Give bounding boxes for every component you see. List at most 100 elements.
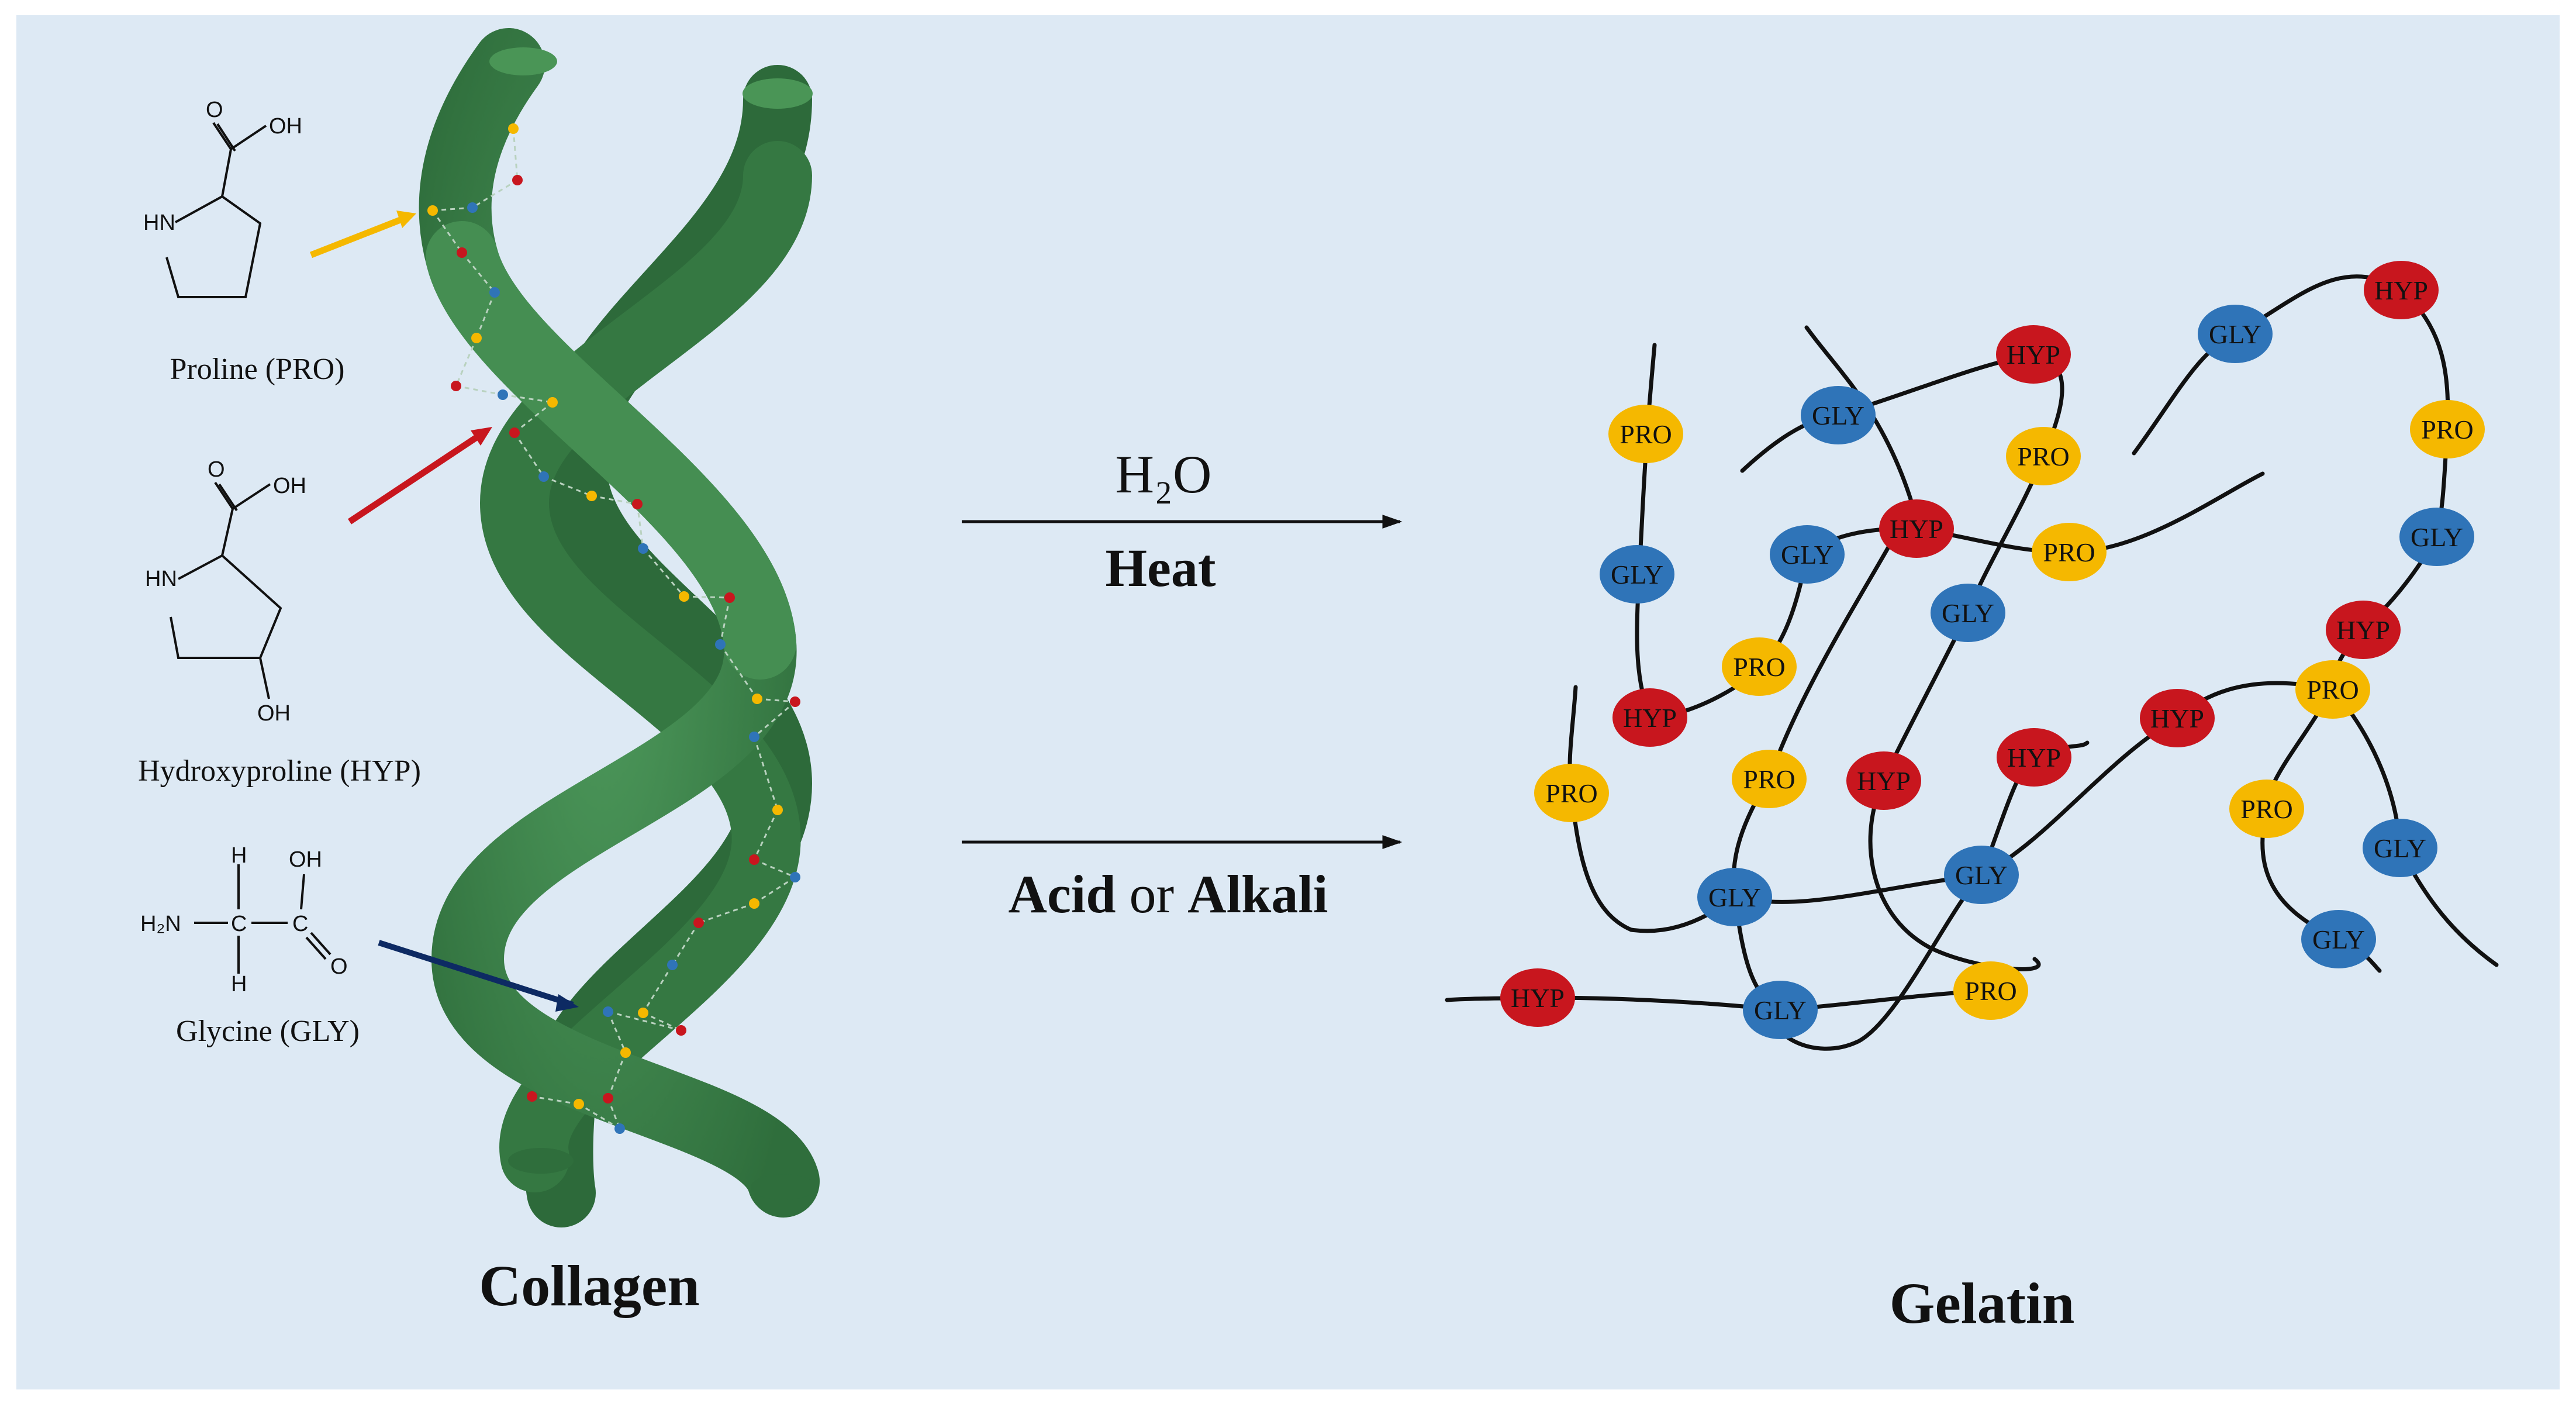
hydroxyproline-atom-oh: OH [273, 474, 306, 498]
gelatin-node-label: HYP [1623, 703, 1677, 733]
helix-residue-dot [667, 960, 678, 970]
helix-residue-dot [676, 1025, 686, 1036]
helix-residue-dot [638, 543, 648, 554]
gelatin-node-ellipse [2140, 689, 2215, 747]
gelatin-node-gly: GLY [1697, 868, 1772, 926]
gelatin-node-label: PRO [1743, 764, 1795, 794]
helix-residue-dot [749, 854, 759, 865]
gelatin-node-label: HYP [2374, 275, 2428, 305]
helix-dot-connector [642, 548, 685, 597]
helix-cap-top-right [743, 78, 813, 109]
gelatin-node-hyp: HYP [1500, 968, 1575, 1027]
gelatin-node-pro: PRO [1722, 637, 1797, 696]
gelatin-node-ellipse [2363, 819, 2437, 877]
gelatin-node-pro: PRO [1953, 961, 2028, 1020]
gelatin-node-ellipse [1608, 405, 1683, 463]
helix-residue-dot [467, 202, 478, 213]
helix-dot-connector [472, 179, 518, 209]
gelatin-node-label: HYP [1857, 766, 1911, 796]
proline-pointer-arrowhead [396, 211, 416, 228]
gelatin-node-hyp: HYP [1879, 499, 1954, 558]
gelatin-node-ellipse [1534, 764, 1609, 822]
helix-dot-connector [642, 964, 674, 1013]
helix-residue-dot [749, 732, 759, 742]
gelatin-node-label: HYP [1890, 514, 1943, 544]
gelatin-node-ellipse [1879, 499, 1954, 558]
helix-residue-dot [772, 805, 783, 815]
gelatin-node-ellipse [2295, 660, 2370, 719]
gelatin-node-pro: PRO [2295, 660, 2370, 719]
gelatin-node-hyp: HYP [1846, 751, 1921, 810]
gelatin-node-hyp: HYP [1997, 728, 2071, 787]
gelatin-node-label: GLY [2411, 522, 2463, 552]
alkali-word: Alkali [1187, 864, 1328, 924]
gelatin-node-label: GLY [1955, 860, 2008, 890]
proline-ring [165, 195, 262, 298]
hydroxyproline-atom-oh-ring: OH [257, 701, 291, 726]
gelatin-node-ellipse [1612, 688, 1687, 747]
glycine-pointer-arrow [378, 940, 574, 1008]
gelatin-node-ellipse [2326, 601, 2401, 659]
gelatin-node-pro: PRO [2032, 523, 2107, 581]
helix-residue-dot [749, 898, 759, 909]
helix-residue-dot [574, 1099, 584, 1109]
gelatin-node-ellipse [1500, 968, 1575, 1027]
helix-residue-dot [451, 381, 461, 391]
gelatin-node-ellipse [1770, 525, 1845, 584]
gelatin-node-label: PRO [1964, 976, 2016, 1006]
helix-dot-connector [636, 504, 644, 549]
gelatin-node-label: HYP [2150, 704, 2204, 733]
gelatin-node-label: GLY [2374, 833, 2426, 863]
helix-cap-bottom-right [751, 1174, 816, 1200]
molecule-glycine: H OH H₂N C C O H [140, 843, 348, 996]
gelatin-node-ellipse [1846, 751, 1921, 810]
proline-atom-hn: HN [143, 211, 175, 235]
helix-dot-connector [591, 495, 638, 505]
helix-residue-dot [538, 471, 549, 482]
helix-residue-dot [603, 1006, 613, 1017]
helix-dot-connector [754, 858, 796, 878]
gelatin-node-pro: PRO [2229, 780, 2304, 838]
helix-strand-middle [479, 141, 812, 1192]
gelatin-node-hyp: HYP [2364, 261, 2439, 319]
chain-2 [1740, 352, 2064, 971]
gelatin-node-ellipse [1801, 386, 1876, 444]
gelatin-node-ellipse [2410, 400, 2485, 458]
helix-dot-connector [455, 385, 503, 396]
gelatin-residue-nodes: PRO GLY HYP PRO GLY HYP PRO GLY GLY HYP PRO GLY GLY H… [1500, 261, 2485, 1039]
gelatin-node-ellipse [1743, 981, 1818, 1039]
gelatin-node-ellipse [2229, 780, 2304, 838]
gelatin-node-label: HYP [1511, 983, 1565, 1013]
helix-residue-dot [498, 389, 508, 400]
gelatin-node-pro: PRO [1534, 764, 1609, 822]
heat-label: Heat [1105, 538, 1216, 598]
glycine-atom-h-top: H [231, 843, 247, 868]
gelatin-title: Gelatin [1890, 1271, 2075, 1336]
gelatin-node-pro: PRO [1608, 405, 1683, 463]
gelatin-node-ellipse [2032, 523, 2107, 581]
helix-residue-dot [715, 639, 726, 650]
glycine-atom-c2: C [292, 912, 308, 936]
helix-dot-connector [607, 1098, 621, 1129]
glycine-atom-h-bottom: H [231, 972, 247, 996]
helix-dot-connector [754, 701, 796, 738]
gelatin-node-label: HYP [2007, 743, 2061, 773]
gelatin-node-gly: GLY [1770, 525, 1845, 584]
gelatin-node-label: GLY [1942, 598, 1994, 628]
helix-residue-dot [509, 427, 520, 438]
gelatin-node-gly: GLY [2399, 508, 2474, 566]
proline-atom-oh: OH [269, 114, 302, 139]
gelatin-node-ellipse [1600, 545, 1674, 604]
proline-carboxyl [212, 122, 267, 197]
gelatin-node-label: GLY [2209, 319, 2261, 349]
helix-residue-dot [489, 287, 500, 298]
gelatin-node-label: PRO [2017, 442, 2069, 471]
gelatin-node-gly: GLY [2363, 819, 2437, 877]
gelatin-node-label: PRO [1545, 778, 1597, 808]
helix-residue-dot [724, 592, 735, 603]
gelatin-node-ellipse [2364, 261, 2439, 319]
hydroxyproline-atom-o: O [208, 457, 225, 482]
space-2 [1174, 864, 1187, 924]
gelatin-node-label: GLY [1781, 540, 1833, 570]
